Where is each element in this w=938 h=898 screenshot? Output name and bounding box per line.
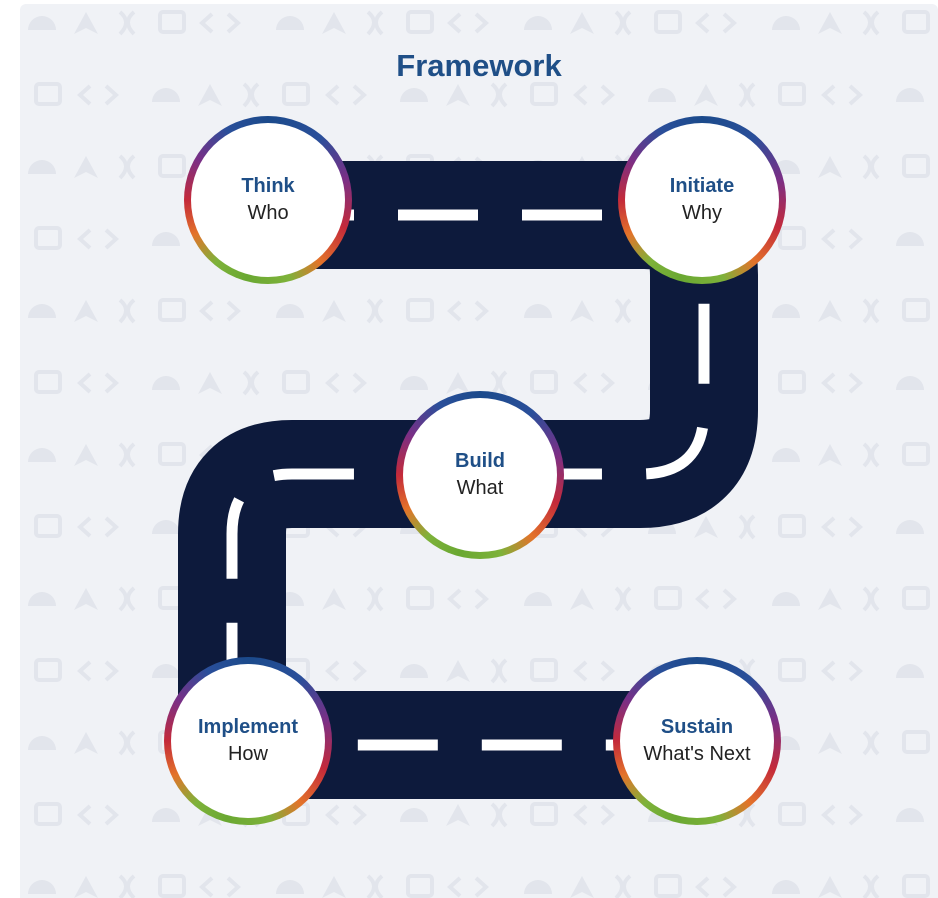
stage-name: Initiate: [669, 174, 735, 197]
stage-build: Build What: [396, 391, 564, 559]
framework-card: Framework Think Who Initiate Why Build W…: [20, 4, 938, 898]
diagram-title: Framework: [396, 48, 562, 83]
stage-question: What's Next: [643, 742, 751, 765]
stage-implement: Implement How: [164, 657, 332, 825]
stage-sustain: Sustain What's Next: [613, 657, 781, 825]
stage-name: Implement: [197, 715, 299, 738]
stage-name: Think: [241, 174, 295, 197]
stage-question: How: [227, 742, 268, 765]
stage-question: Why: [682, 201, 722, 224]
stage-question: Who: [247, 201, 289, 224]
stage-question: What: [456, 476, 504, 499]
stage-name: Build: [455, 449, 505, 472]
stage-initiate: Initiate Why: [618, 116, 786, 284]
stage-name: Sustain: [660, 715, 734, 738]
stage-think: Think Who: [184, 116, 352, 284]
